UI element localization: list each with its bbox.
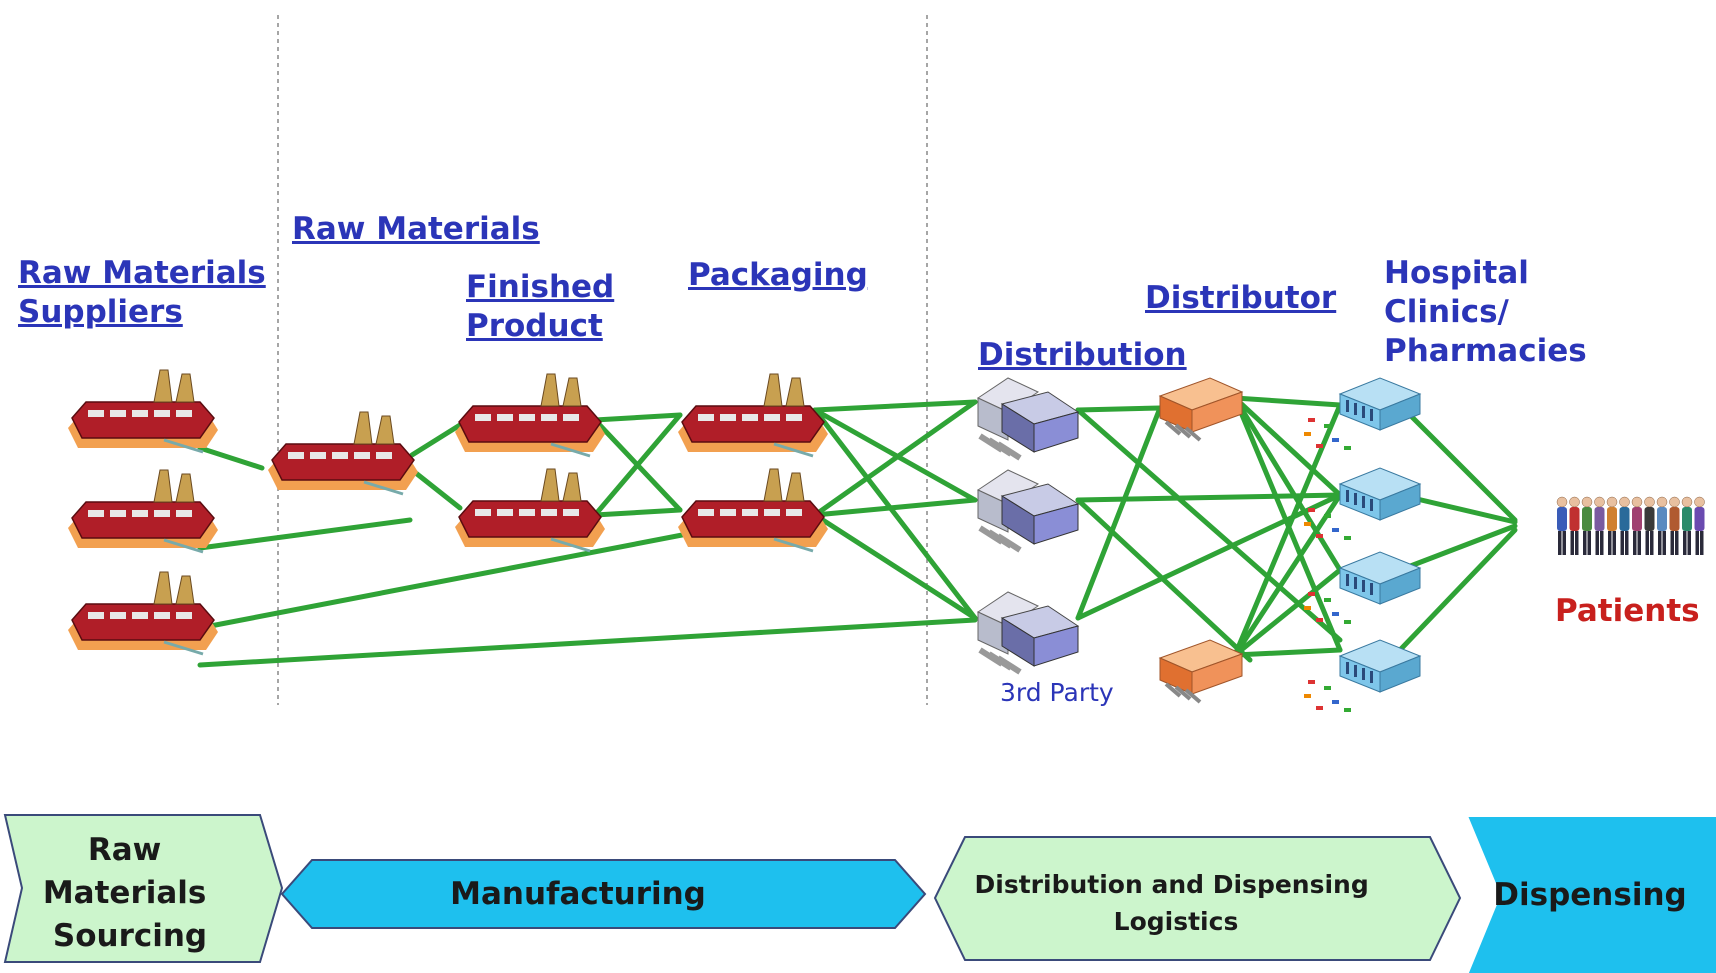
phase-manufacturing [280, 859, 927, 929]
svg-text:Raw Materials Sour: Raw Materials Sourcing [43, 832, 217, 954]
connection-line [197, 617, 978, 668]
distributor-icon [1158, 639, 1244, 704]
connection-line [812, 407, 978, 621]
pharmacy-icon [1304, 377, 1422, 450]
distribution-center-icon [976, 469, 1080, 553]
connection-line [1232, 567, 1343, 658]
connection-line [592, 412, 683, 423]
connection-line [1397, 527, 1518, 653]
connection-line [1397, 402, 1518, 523]
connection-line [812, 407, 978, 503]
factory-icon [455, 373, 605, 458]
connection-line [409, 467, 463, 511]
label-finished-product: Finished Product [466, 269, 615, 344]
connection-line [1232, 395, 1343, 408]
connection-line [812, 512, 978, 621]
factory-icon [678, 468, 828, 553]
factory-icon [678, 373, 828, 458]
connection-line [1397, 523, 1518, 573]
phase-manufacturing-label: Manufacturing [450, 876, 706, 912]
phase-logistics-line2: Logistics [1114, 907, 1239, 936]
factory-icon [455, 468, 605, 553]
connection-line [1075, 407, 1343, 643]
connection-line [592, 412, 683, 518]
factory-icon [68, 369, 218, 454]
phase-sourcing-line2: Materials [43, 875, 207, 911]
distributor-icon [1158, 377, 1244, 442]
distribution-center-icon [976, 591, 1080, 675]
label-hospital-clinics-pharmacies: Hospital Clinics/ Pharmacies [1384, 255, 1587, 369]
connection-line [1075, 405, 1163, 621]
patients-group-icon [1556, 496, 1705, 555]
connection-line [1232, 647, 1343, 658]
label-third-party: 3rd Party [1000, 678, 1114, 707]
connection-line [1075, 405, 1163, 413]
phase-distribution-logistics [933, 836, 1462, 961]
svg-text:Distribution and Dispensing: Distribution and Dispensing Logistics [975, 870, 1378, 936]
connection-line [812, 399, 978, 413]
distribution-center-icon [976, 377, 1080, 461]
label-raw-materials-suppliers: Raw Materials Suppliers [18, 255, 266, 330]
connection-line [1232, 492, 1343, 658]
connection-line [197, 517, 413, 551]
pharmacy-icon [1304, 467, 1422, 540]
factory-icon [68, 571, 218, 656]
label-raw-materials: Raw Materials [292, 211, 540, 247]
connection-line [1075, 492, 1343, 621]
label-distributor: Distributor [1145, 280, 1337, 316]
connection-line [197, 517, 763, 631]
connection-line [812, 497, 978, 518]
supply-links [197, 395, 1518, 668]
phase-sourcing-line1: Raw [88, 832, 161, 868]
phase-sourcing-line3: Sourcing [53, 918, 207, 954]
connection-line [197, 445, 265, 471]
phase-logistics-line1: Distribution and Dispensing [975, 870, 1369, 899]
factory-icon [68, 469, 218, 554]
connection-line [409, 422, 463, 458]
label-distribution: Distribution [978, 337, 1187, 373]
phase-dispensing-label: Dispensing [1493, 877, 1686, 913]
label-packaging: Packaging [688, 257, 868, 293]
connection-line [1232, 395, 1343, 498]
factory-icon [268, 411, 418, 496]
connection-line [592, 507, 683, 518]
label-patients: Patients [1555, 593, 1700, 629]
connection-line [812, 399, 978, 518]
phase-raw-materials-sourcing [3, 814, 284, 963]
phase-banner: Raw Materials Sourcing Manufacturing Dis… [3, 814, 1716, 973]
pharmacy-icon [1304, 639, 1422, 712]
connection-line [1232, 395, 1343, 573]
pharmacy-icon [1304, 551, 1422, 624]
phase-dispensing [1468, 817, 1716, 973]
